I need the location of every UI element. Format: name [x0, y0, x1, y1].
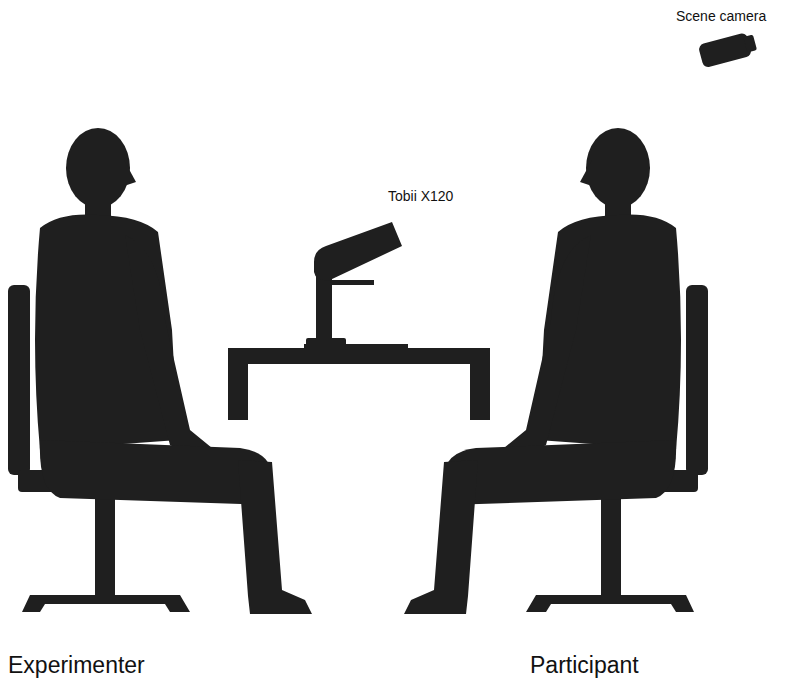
- role-label: Experimenter: [8, 652, 145, 679]
- role-label: Participant: [530, 652, 639, 679]
- camera-label: Scene camera: [676, 8, 766, 24]
- device-label: Tobii X120: [388, 188, 453, 204]
- experimenter-silhouette: [8, 128, 312, 614]
- scene-camera-symbol: [698, 31, 758, 69]
- table: [228, 344, 490, 420]
- eye-tracker: [306, 222, 402, 347]
